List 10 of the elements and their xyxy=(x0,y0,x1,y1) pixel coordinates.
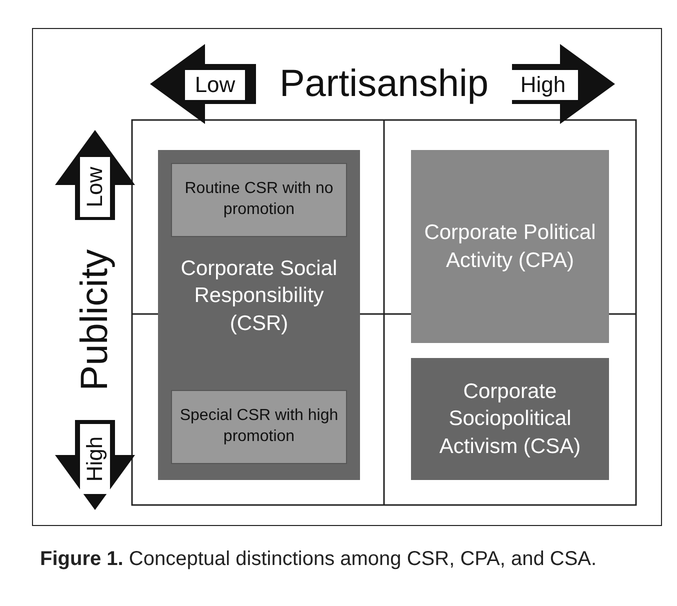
axis-end-label: Low xyxy=(185,70,245,100)
category-box: Special CSR with high promotion xyxy=(171,390,347,464)
figure-caption: Figure 1. Conceptual distinctions among CSR, CPA, and CSA. xyxy=(40,548,598,571)
axis-end-label: High xyxy=(80,424,110,494)
category-box: Routine CSR with no promotion xyxy=(171,163,347,237)
axis-end-label: Low xyxy=(80,157,110,217)
category-panel xyxy=(158,150,360,480)
category-box: Corporate Sociopolitical Activism (CSA) xyxy=(411,358,609,480)
category-box: Corporate Political Activity (CPA) xyxy=(411,150,609,343)
panel-title: Corporate Social Responsibility (CSR) xyxy=(180,256,338,337)
